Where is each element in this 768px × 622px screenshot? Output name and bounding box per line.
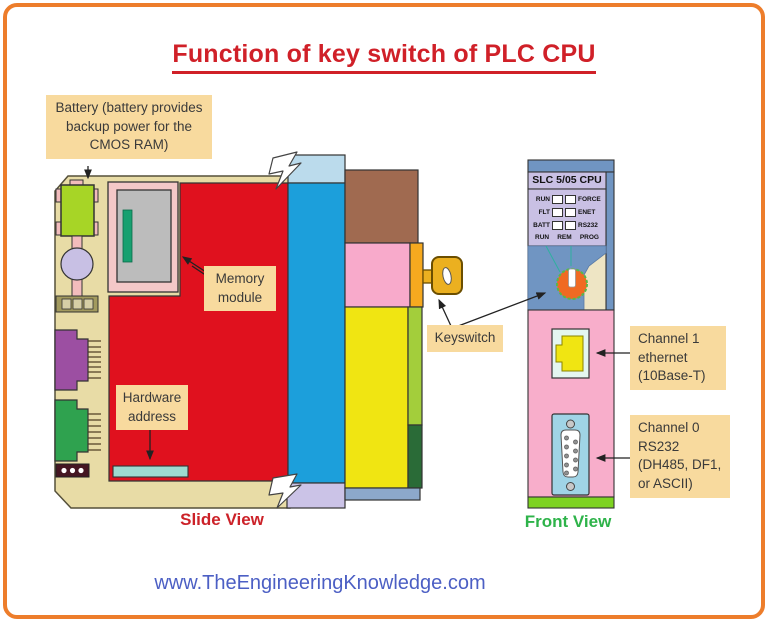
channel1-label: Channel 1 ethernet (10Base-T) xyxy=(630,326,726,390)
slide-view-caption: Slide View xyxy=(180,510,264,529)
memory-module-label: Memory module xyxy=(204,266,276,312)
module-darkgreen-strip xyxy=(407,424,423,489)
page-title: Function of key switch of PLC CPU xyxy=(0,40,768,74)
module-pink-block xyxy=(344,242,411,308)
channel0-label: Channel 0 RS232 (DH485, DF1, or ASCII) xyxy=(630,415,730,498)
front-module-side-strip xyxy=(605,171,615,311)
green-connector xyxy=(54,399,89,462)
led-row: BATT RS232 xyxy=(533,221,598,230)
module-brown-block xyxy=(344,169,419,244)
module-yellow-block xyxy=(344,306,409,489)
led-indicator xyxy=(565,195,576,204)
keyswitch-label: Keyswitch xyxy=(427,325,503,352)
rail-blue-column xyxy=(287,182,346,484)
memory-module xyxy=(107,181,179,293)
module-title: SLC 5/05 CPU xyxy=(532,174,602,186)
led-indicator xyxy=(565,208,576,217)
key xyxy=(422,256,463,295)
led-indicator xyxy=(552,221,563,230)
page-title-text: Function of key switch of PLC CPU xyxy=(172,40,596,74)
front-keyswitch-area xyxy=(527,245,607,311)
module-base-bar xyxy=(344,487,421,501)
battery xyxy=(60,184,95,237)
dip-connector xyxy=(55,295,99,313)
hardware-address-strip xyxy=(112,465,189,478)
led-row: FLT ENET xyxy=(538,208,596,217)
break-mark-top xyxy=(268,151,302,190)
purple-connector xyxy=(54,329,89,391)
front-module-bottom-strip xyxy=(527,496,615,509)
front-module-header xyxy=(527,159,615,173)
keyswitch-mount xyxy=(409,242,424,308)
purple-connector-pins xyxy=(88,340,101,379)
led-indicator xyxy=(552,208,563,217)
hardware-address-label: Hardware address xyxy=(116,385,188,431)
break-mark-bottom xyxy=(268,473,302,509)
led-status-panel: RUN FORCE FLT ENET BATT RS232 RUN REM PR… xyxy=(528,190,606,246)
led-indicator xyxy=(552,195,563,204)
green-connector-pins xyxy=(88,413,101,451)
rs232-port xyxy=(551,413,590,496)
front-view-caption: Front View xyxy=(524,512,612,531)
led-indicator xyxy=(565,221,576,230)
three-pin-connector xyxy=(55,463,90,478)
rail-top-cap xyxy=(287,154,346,184)
ethernet-port xyxy=(551,328,590,379)
mode-row: RUN REM PROG xyxy=(535,234,599,241)
module-lightgreen-strip xyxy=(407,306,423,426)
website-text: www.TheEngineeringKnowledge.com xyxy=(154,572,486,594)
capacitor xyxy=(60,247,94,281)
battery-label: Battery (battery provides backup power f… xyxy=(46,95,212,159)
led-row: RUN FORCE xyxy=(535,195,601,204)
